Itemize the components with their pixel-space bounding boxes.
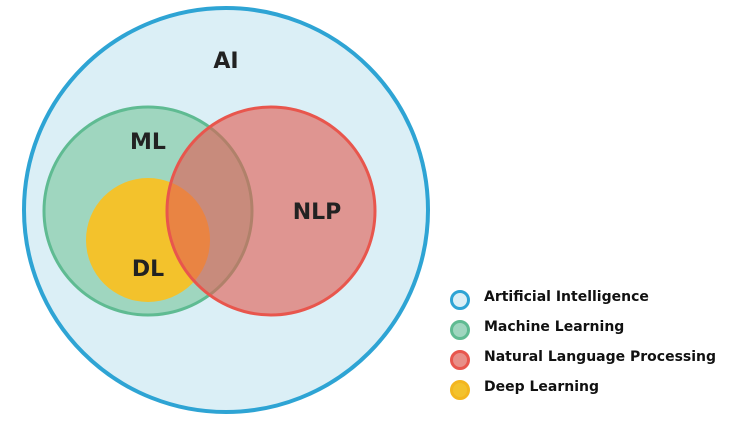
nlp-circle [165,105,377,317]
nlp-label: NLP [293,200,342,225]
legend-item-ml: Machine Learning [450,316,745,346]
legend-item-nlp: Natural Language Processing [450,346,745,376]
legend-label-ai: Artificial Intelligence [484,289,649,305]
legend: Artificial Intelligence Machine Learning… [450,286,745,406]
legend-label-dl: Deep Learning [484,379,600,395]
nlp-swatch-icon [450,350,470,370]
ml-swatch-icon [450,320,470,340]
legend-item-dl: Deep Learning [450,376,745,406]
dl-label: DL [132,257,164,282]
legend-label-nlp: Natural Language Processing [484,349,717,365]
legend-label-ml: Machine Learning [484,319,625,335]
ml-label: ML [130,130,166,155]
ai-swatch-icon [450,290,470,310]
legend-item-ai: Artificial Intelligence [450,286,745,316]
dl-swatch-icon [450,380,470,400]
ai-label: AI [213,49,238,74]
